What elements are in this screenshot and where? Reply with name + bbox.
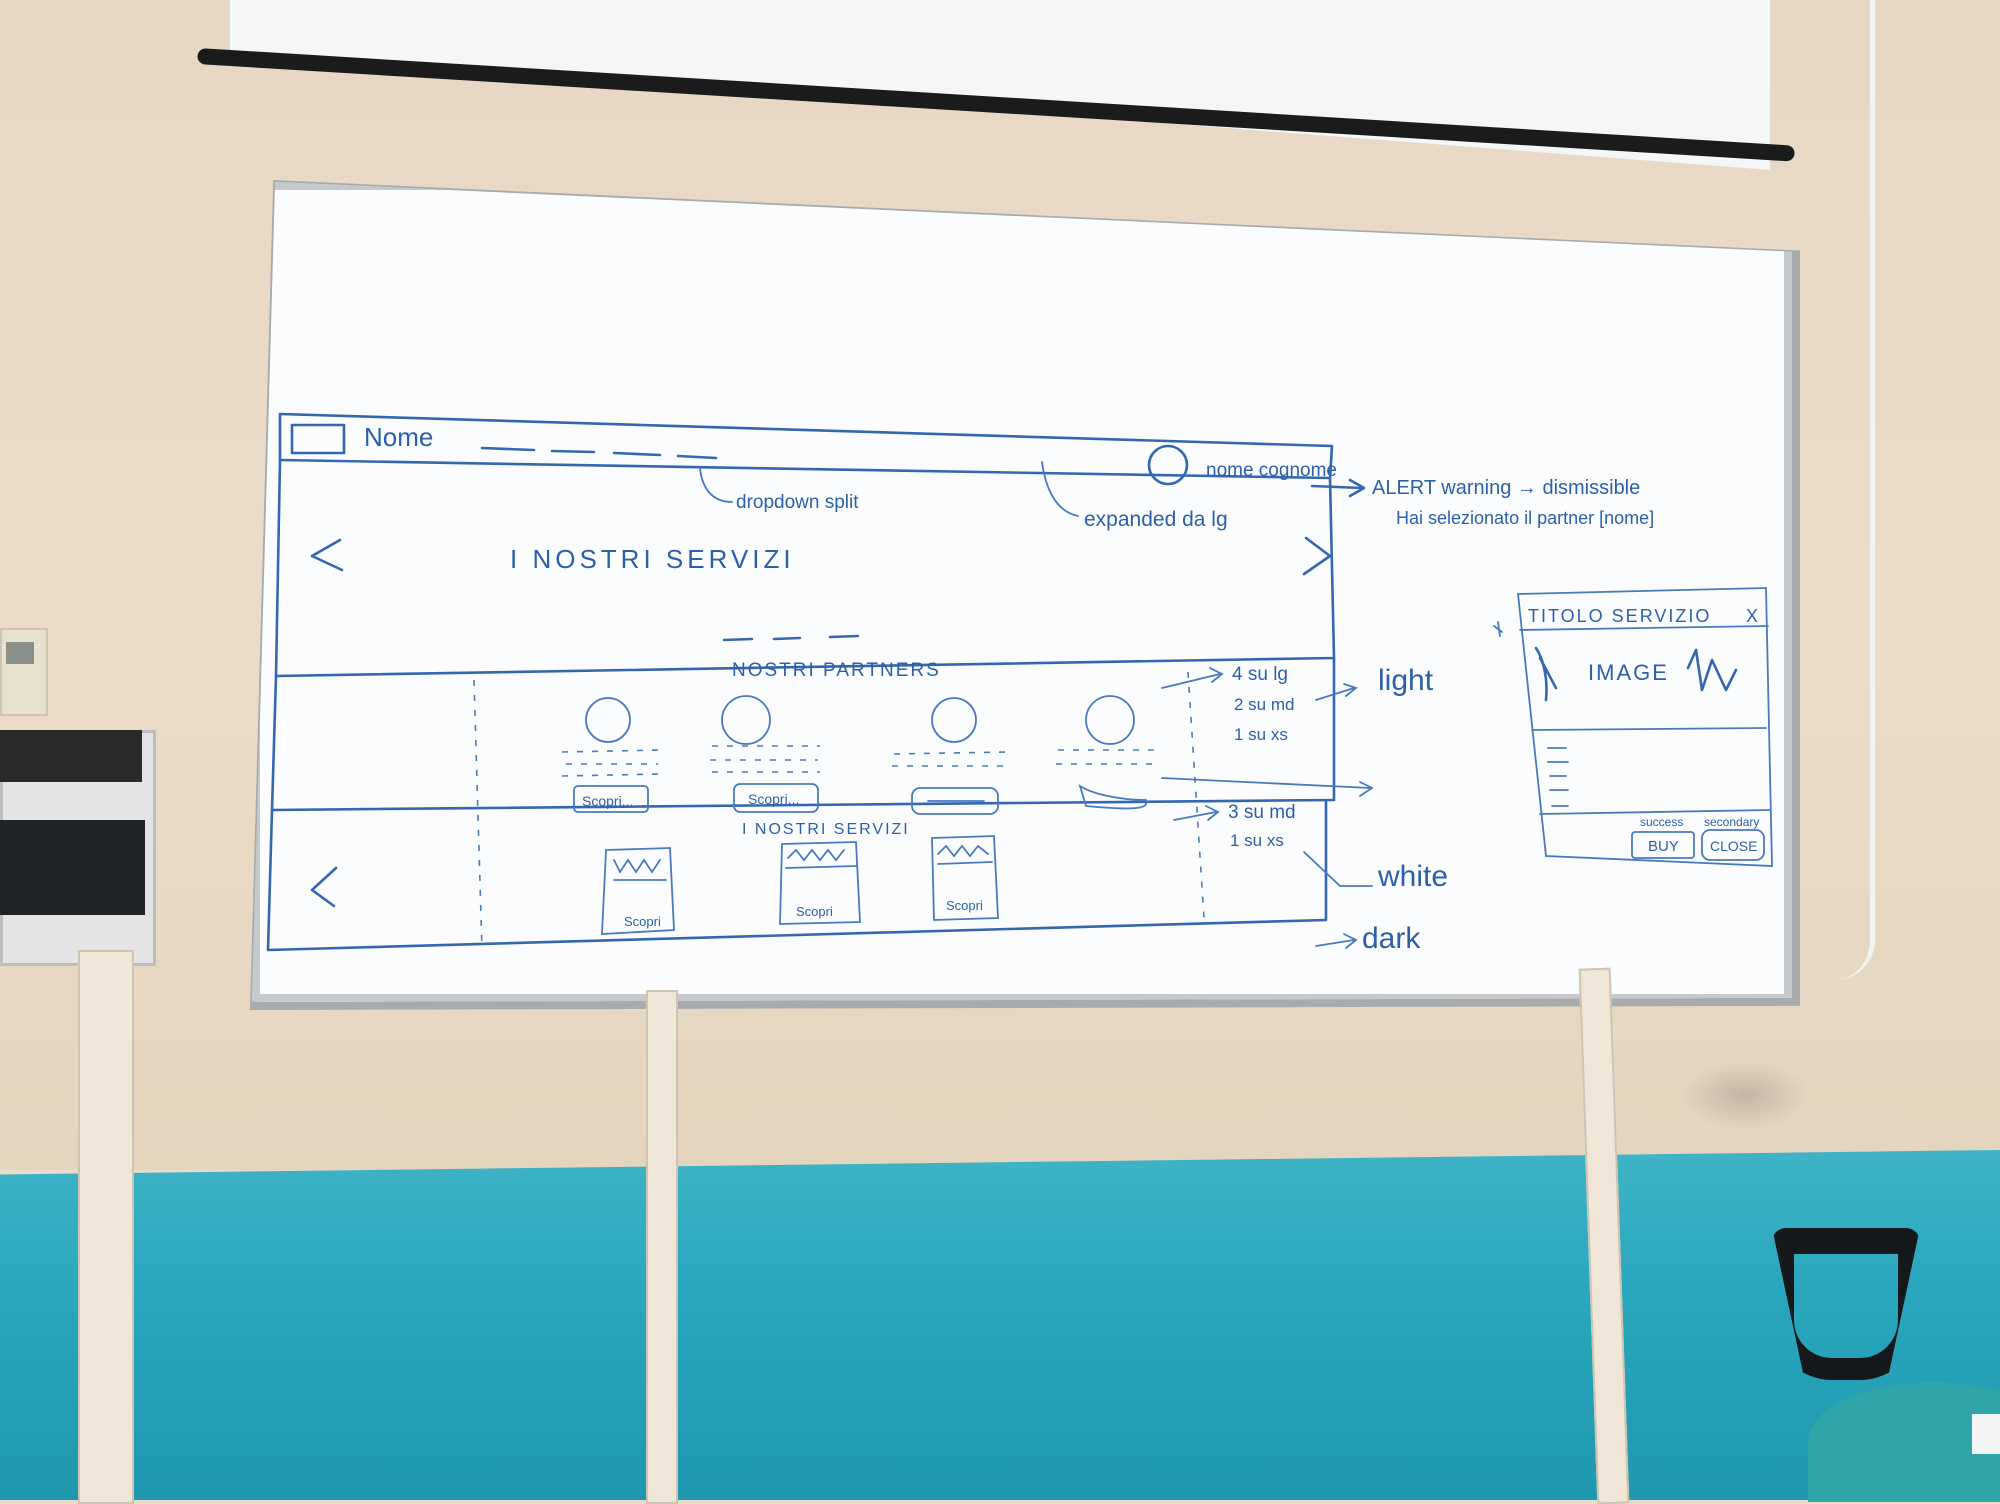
partner-avatar-icon: [585, 697, 631, 743]
partners-sketch: NOSTRI PARTNERS Scopri... Scopri...: [270, 656, 1434, 951]
partner-button[interactable]: [1078, 783, 1148, 810]
partner-card-4: [1056, 695, 1162, 810]
modal-star-icon: [1493, 621, 1503, 637]
wall-stain: [1680, 1060, 1810, 1130]
wall-teal-band: [0, 1150, 2000, 1500]
modal-title: TITOLO SERVIZIO: [1528, 606, 1711, 626]
services-title: I NOSTRI SERVIZI: [742, 821, 910, 838]
service-button[interactable]: Scopri: [796, 904, 833, 919]
thermostat-display: [6, 642, 34, 664]
service-image: [787, 848, 845, 862]
expand-note: expanded da lg: [1084, 508, 1228, 531]
whiteboard-leg-left: [646, 990, 678, 1504]
grid-guide-right: [1187, 671, 1205, 919]
light-arrow: [1315, 683, 1358, 701]
carousel-indicators: [722, 634, 860, 642]
partners-grid-lg: 4 su lg: [1232, 664, 1288, 685]
partner-avatar-icon: [1085, 695, 1135, 745]
wall-pipe: [78, 950, 134, 1504]
whiteboard: [252, 182, 1792, 1002]
user-avatar-icon: [1147, 444, 1189, 486]
partners-theme: light: [1378, 664, 1434, 697]
partners-grid-md: 2 su md: [1234, 695, 1294, 714]
navbar-sketch: Nome dropdown split nome cognome expande…: [278, 412, 1337, 531]
modal-image: IMAGE: [1588, 660, 1669, 685]
svg-text:BUY: BUY: [1648, 838, 1679, 855]
dark-arrow: [1315, 933, 1358, 949]
services-grid-arrow: [1173, 805, 1220, 821]
image-scribble-left: [1534, 646, 1558, 702]
power-cable: [1810, 0, 1875, 980]
service-image: [613, 858, 661, 874]
chair-seat: [1808, 1382, 2000, 1502]
services-theme: white: [1377, 860, 1448, 893]
services-sketch: I NOSTRI SERVIZI Scopri Scopri Scopri 3 …: [266, 800, 1448, 955]
logo-box: [290, 423, 346, 455]
carousel-sketch: I NOSTRI SERVIZI: [274, 458, 1336, 678]
secondary-label: secondary: [1704, 815, 1759, 829]
modal-sketch: TITOLO SERVIZIO X IMAGE success secondar…: [1493, 587, 1773, 867]
success-label: success: [1640, 815, 1683, 829]
navbar-user: nome cognome: [1206, 460, 1337, 481]
dropdown-arrow: [699, 467, 733, 503]
service-card-2: Scopri: [779, 841, 861, 925]
partner-card-1: Scopri...: [561, 697, 663, 813]
carousel-title: I NOSTRI SERVIZI: [510, 544, 795, 574]
white-arrow: [1303, 851, 1373, 887]
alert-line-1: ALERT warning → dismissible: [1372, 477, 1640, 499]
navbar-brand: Nome: [364, 422, 433, 452]
buy-button[interactable]: [1631, 831, 1695, 859]
service-card-1: Scopri: [601, 847, 675, 935]
services-grid-md: 3 su md: [1228, 802, 1296, 823]
services-prev-icon: [310, 866, 338, 908]
image-scribble-right: [1686, 648, 1738, 692]
close-button[interactable]: [1701, 829, 1765, 861]
partner-button[interactable]: [573, 785, 649, 813]
partner-avatar-icon: [721, 695, 771, 745]
alert-arrow: [1310, 478, 1366, 498]
service-button[interactable]: Scopri: [624, 914, 661, 929]
partner-button[interactable]: [733, 783, 819, 813]
modal-frame: [1517, 587, 1773, 867]
service-card-3: Scopri: [931, 835, 999, 921]
services-grid-xs: 1 su xs: [1230, 831, 1284, 850]
dropdown-note: dropdown split: [736, 492, 859, 513]
partner-card-2: Scopri...: [710, 695, 820, 813]
partner-button[interactable]: [911, 787, 999, 815]
table-edge: [1972, 1414, 2000, 1454]
carousel-prev-icon: [310, 538, 344, 572]
service-image: [937, 844, 989, 858]
service-button[interactable]: Scopri: [946, 898, 983, 913]
carousel-next-icon: [1302, 536, 1332, 576]
expand-arrow: [1041, 461, 1079, 517]
alert-line-2: Hai selezionato il partner [nome]: [1396, 508, 1654, 528]
partner-avatar-icon: [931, 697, 977, 743]
partners-title: NOSTRI PARTNERS: [732, 660, 941, 681]
modal-close-icon[interactable]: X: [1746, 606, 1758, 626]
footer-theme: dark: [1362, 922, 1421, 955]
svg-text:Scopri...: Scopri...: [748, 791, 799, 807]
grid-guide-left: [473, 679, 483, 951]
svg-text:CLOSE: CLOSE: [1710, 838, 1757, 854]
nav-links: [480, 446, 718, 460]
svg-text:Scopri...: Scopri...: [582, 793, 633, 809]
partners-grid-arrow: [1161, 667, 1224, 689]
electrical-panel-window: [0, 820, 145, 915]
partner-card-3: [892, 697, 1009, 815]
modal-body-lines: [1547, 747, 1569, 807]
partners-grid-xs: 1 su xs: [1234, 725, 1288, 744]
alert-sketch: ALERT warning → dismissible Hai selezion…: [1310, 477, 1654, 528]
electrical-panel-cover: [0, 730, 142, 782]
